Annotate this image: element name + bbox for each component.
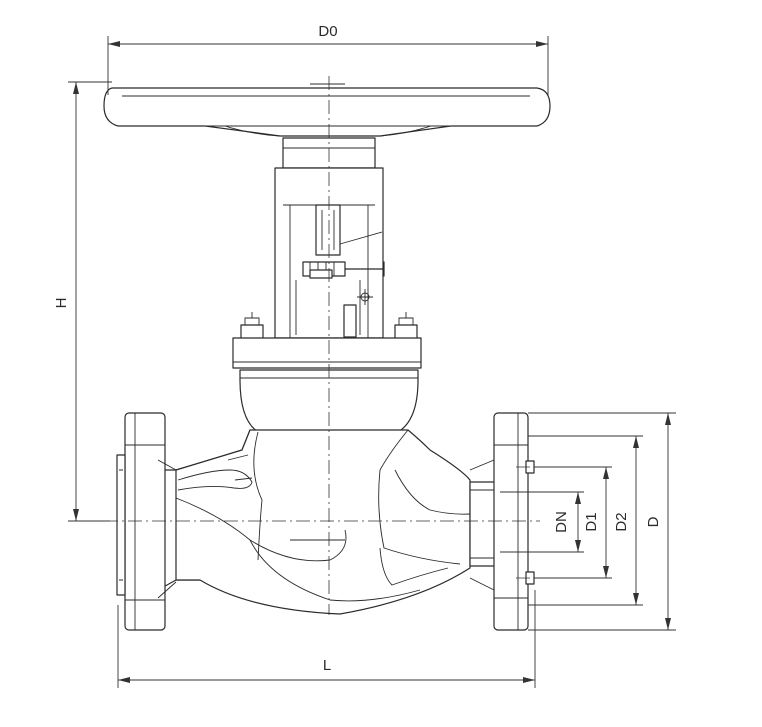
d0-label: D0 [318, 23, 337, 40]
dimension-d [528, 412, 676, 631]
dn-label: DN [553, 511, 570, 533]
lock-bolt [302, 261, 385, 305]
d2-label: D2 [613, 512, 630, 531]
left-flange [116, 412, 177, 631]
l-label: L [323, 657, 331, 674]
dimension-h [68, 81, 112, 522]
handwheel [103, 83, 551, 137]
dimension-dn [500, 491, 584, 553]
dimension-l [117, 590, 536, 688]
dimension-d2 [528, 435, 643, 606]
h-label: H [53, 298, 70, 309]
d1-label: D1 [583, 512, 600, 531]
dimension-d1 [534, 466, 612, 579]
d-label: D [645, 516, 662, 527]
valve-body [157, 429, 471, 615]
dimension-d0 [107, 36, 549, 95]
right-outlet [469, 481, 499, 567]
